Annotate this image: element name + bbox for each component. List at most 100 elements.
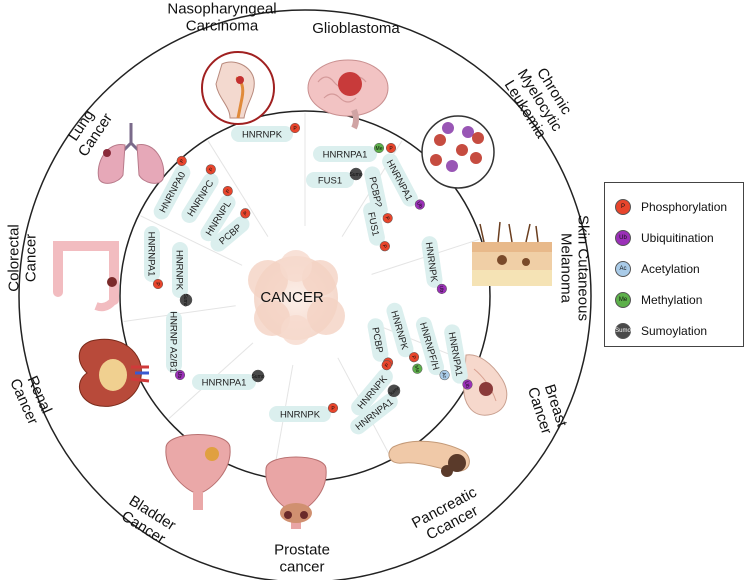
cancer-label-cml: ChronicMyelocyticLeukemia xyxy=(499,57,580,144)
svg-text:P: P xyxy=(243,210,250,217)
protein-pill-bg xyxy=(350,393,398,435)
protein-label: HNRNPK xyxy=(242,130,283,141)
protein-label: FUS1 xyxy=(365,211,381,237)
protein-pill-bg xyxy=(166,311,182,373)
protein-pill-bg xyxy=(363,202,385,246)
cancer-label-renal: RenalCancer xyxy=(6,369,57,427)
cancer-label-line: Cancer xyxy=(23,234,40,282)
protein-label: HNRNPA1 xyxy=(323,150,368,161)
prostate-illustration xyxy=(265,456,327,529)
svg-text:P: P xyxy=(293,126,297,132)
legend-item-sumoylation: Sumo Sumoylation xyxy=(615,321,707,341)
legend-item-phosphorylation: P Phosphorylation xyxy=(615,197,727,217)
bladder-illustration xyxy=(165,434,231,510)
cancer-label-line: Skin Cutaneous xyxy=(575,215,592,321)
colon-illustration xyxy=(53,241,119,312)
protein-label: HNRNPA1 xyxy=(202,378,247,389)
ptm-marker-me: Me xyxy=(412,363,423,374)
kidney-illustration xyxy=(78,338,150,407)
protein-pill-bg xyxy=(351,368,393,416)
ptm-marker-ub: Ub xyxy=(174,369,186,381)
svg-text:P: P xyxy=(410,355,417,360)
cancer-label-bladder: BladderCancer xyxy=(117,492,179,548)
ptm-marker-p: P xyxy=(289,122,301,134)
cancer-label-line: Carcinoma xyxy=(186,18,259,35)
svg-text:Ub: Ub xyxy=(438,285,445,292)
pancreas-illustration xyxy=(388,440,470,477)
methylation-icon: Me xyxy=(615,292,631,308)
protein-pill-bg xyxy=(386,302,414,358)
protein-hnrnpk: HNRNPK P xyxy=(231,122,301,142)
protein-hnrnpa1: HNRNPA1 Me P xyxy=(313,142,397,162)
svg-text:P: P xyxy=(154,282,160,286)
sumoylation-icon: Sumo xyxy=(615,323,631,339)
ptm-marker-p: P xyxy=(379,241,390,252)
legend-label: Ubiquitination xyxy=(641,231,714,245)
protein-pill-bg xyxy=(367,318,389,362)
protein-pill-bg xyxy=(153,164,191,220)
protein-pill-bg xyxy=(382,153,418,207)
ptm-marker-p: P xyxy=(382,213,393,224)
ptm-marker-p: P xyxy=(176,155,187,166)
svg-text:P: P xyxy=(331,406,335,412)
svg-text:Sumo: Sumo xyxy=(251,374,264,380)
ptm-marker-p: P xyxy=(240,208,251,219)
cancer-label-pancreatic: PancreaticCcancer xyxy=(409,484,488,548)
cancer-label-line: Colorectal xyxy=(6,224,23,292)
ubiquitination-icon: Ub xyxy=(615,230,631,246)
svg-text:Me: Me xyxy=(376,146,383,152)
legend-item-ubiquitination: Ub Ubiquitination xyxy=(615,228,714,248)
svg-text:P: P xyxy=(225,188,232,195)
cancer-label-glioblastoma: Glioblastoma xyxy=(312,20,400,37)
svg-text:P: P xyxy=(389,146,393,152)
cancer-label-line: Glioblastoma xyxy=(312,20,400,37)
legend: P Phosphorylation Ub Ubiquitination Ac A… xyxy=(604,182,744,347)
ptm-marker-sumo: Sumo xyxy=(251,369,265,383)
ptm-marker-p: P xyxy=(381,360,392,371)
ptm-marker-p: P xyxy=(152,278,164,290)
protein-pill-bg xyxy=(269,406,331,422)
svg-text:Ac: Ac xyxy=(440,372,448,380)
cancer-illustrations xyxy=(53,51,552,529)
protein-fus1: FUS1 Sumo xyxy=(306,167,363,188)
ptm-marker-ub: Ub xyxy=(462,379,473,390)
cancer-label-breast: BreastCancer xyxy=(524,380,571,436)
ptm-marker-p: P xyxy=(408,352,420,363)
lung-illustration xyxy=(97,123,165,184)
protein-label: HNRNPK xyxy=(174,250,185,291)
protein-pill-bg xyxy=(144,226,160,282)
protein-pill-bg xyxy=(313,146,377,162)
blood-cells-illustration xyxy=(421,115,495,189)
cancer-label-line: cancer xyxy=(279,559,324,576)
cancer-label-line: Prostate xyxy=(274,542,330,559)
ptm-marker-sumo: Sumo xyxy=(349,167,363,181)
legend-label: Methylation xyxy=(641,293,703,307)
legend-label: Acetylation xyxy=(641,262,700,276)
ptm-marker-p: P xyxy=(222,186,233,197)
ptm-marker-p: P xyxy=(205,164,216,175)
protein-label: FUS1 xyxy=(318,176,342,187)
skin-illustration xyxy=(472,221,552,286)
ptm-marker-ub: Ub xyxy=(414,199,425,210)
svg-text:Ub: Ub xyxy=(415,201,423,210)
ptm-marker-ac: Ac xyxy=(439,370,450,381)
protein-pill-bg xyxy=(364,166,388,218)
cancer-label-colorectal: ColorectalCancer xyxy=(6,224,40,292)
protein-pill-bg xyxy=(444,324,468,384)
ptm-marker-sumo: Sumo xyxy=(387,384,402,398)
legend-label: Sumoylation xyxy=(641,324,708,338)
ptm-marker-p: P xyxy=(327,402,339,414)
